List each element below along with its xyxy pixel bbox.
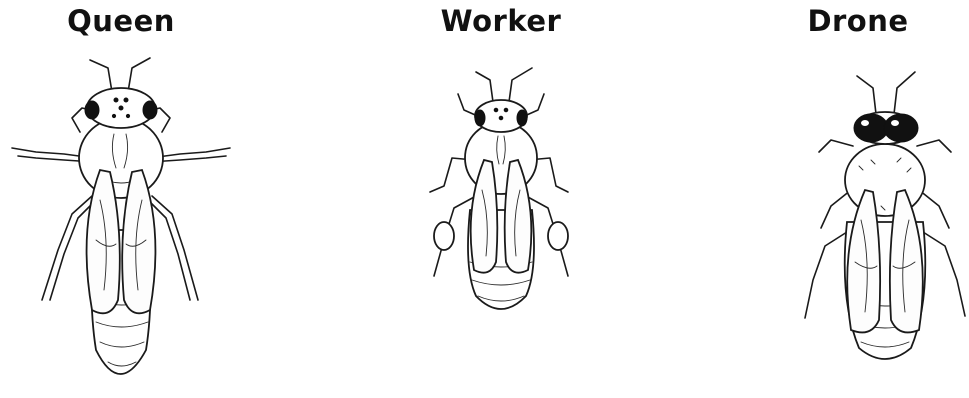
queen-bee-illustration <box>0 0 242 398</box>
drone-panel: Drone <box>747 0 969 398</box>
queen-panel: Queen <box>0 0 242 398</box>
drone-bee-illustration <box>747 0 969 398</box>
worker-panel: Worker <box>390 0 612 398</box>
worker-bee-illustration <box>390 0 612 398</box>
